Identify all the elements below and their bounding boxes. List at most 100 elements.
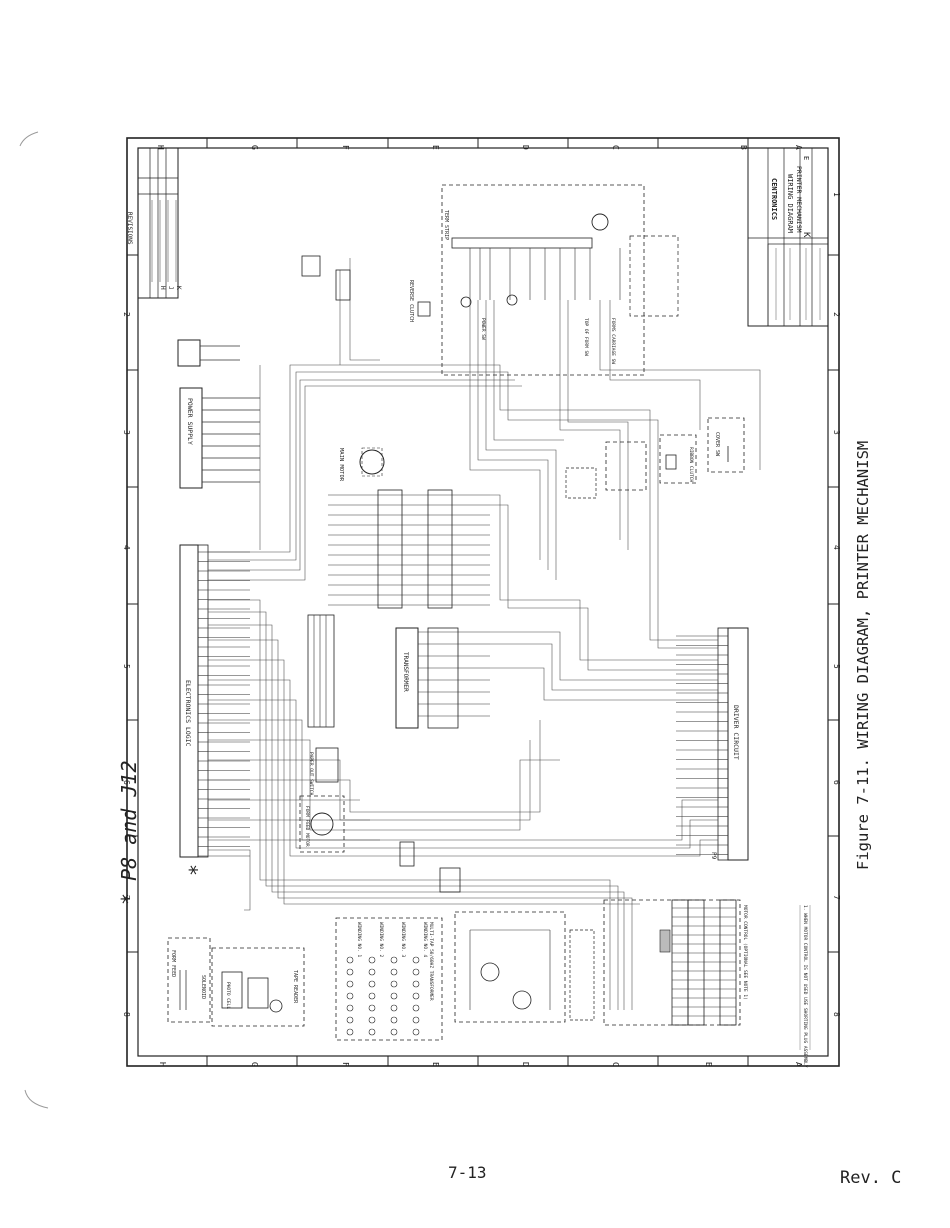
multi-tap-transformer: MULTI-TAP 50/60HZ TRANSFORMER WINDING NO… bbox=[335, 917, 443, 1041]
multi-tap-transformer-label: MULTI-TAP 50/60HZ TRANSFORMER bbox=[428, 922, 434, 1001]
winding-tap bbox=[346, 1004, 354, 1012]
zone-letter: F bbox=[341, 1062, 350, 1067]
zone-number: 4 bbox=[832, 545, 841, 550]
zone-number: 2 bbox=[122, 312, 131, 317]
zone-number: 5 bbox=[122, 664, 131, 669]
zone-number: 3 bbox=[122, 430, 131, 435]
winding-tap bbox=[390, 1004, 398, 1012]
paper-out-switch: PAPER OUT SWITCH bbox=[308, 747, 339, 796]
zone-letter: D bbox=[521, 145, 530, 150]
inner-border bbox=[137, 147, 829, 1057]
forms-sw-group bbox=[565, 235, 679, 499]
zone-letter: A bbox=[794, 1062, 803, 1067]
motor-control-label: MOTOR CONTROL (OPTIONAL SEE NOTE 1) bbox=[742, 905, 748, 1000]
zone-letter: B bbox=[704, 1062, 713, 1067]
winding-label: WINDING NO. 3 bbox=[400, 922, 406, 958]
form-feed-motor-label: FORM FEED MOTOR bbox=[304, 806, 310, 847]
zone-letter: G bbox=[250, 145, 259, 150]
zone-letter: E bbox=[431, 1062, 440, 1067]
photo-cell-label: PHOTO CELL bbox=[225, 982, 231, 1009]
zone-number: 6 bbox=[122, 780, 131, 785]
ribbon-clutch-label: RIBBON CLUTCH bbox=[688, 447, 694, 483]
winding-label: WINDING NO. 1 bbox=[356, 922, 362, 958]
zone-numbers-right: 1 2 3 4 5 6 7 8 bbox=[832, 192, 841, 1017]
winding-tap bbox=[412, 1004, 420, 1012]
main-motor: MAIN MOTOR bbox=[338, 447, 385, 482]
cover-sw-label: COVER SW bbox=[714, 432, 720, 457]
power-sw-label: POWER SW bbox=[480, 318, 486, 340]
winding-label: WINDING NO. 2 bbox=[378, 922, 384, 958]
winding-tap bbox=[368, 956, 376, 964]
winding-tap bbox=[412, 968, 420, 976]
winding-tap bbox=[368, 1004, 376, 1012]
title-line1: WIRING DIAGRAM bbox=[786, 174, 794, 233]
zone-number: 1 bbox=[832, 192, 841, 197]
main-wire-bundle bbox=[328, 494, 490, 717]
terminal-blocks bbox=[377, 489, 459, 729]
reverse-clutch-label: REVERSE CLUTCH bbox=[408, 280, 414, 322]
connector-p9: P9 bbox=[710, 852, 717, 860]
winding-tap bbox=[368, 1028, 376, 1036]
tape-reader-label: TAPE READER bbox=[292, 970, 298, 1004]
solenoid-group: FORM FEED SOLENOID bbox=[167, 937, 211, 1023]
switch-group: TERM STRIP POWER SW TOP OF FORM SW FORMS… bbox=[441, 184, 645, 376]
zone-number: 5 bbox=[832, 664, 841, 669]
title-block: CENTRONICS WIRING DIAGRAM PRINTER MECHAN… bbox=[747, 147, 829, 327]
zone-number: 4 bbox=[122, 545, 131, 550]
company-logo: CENTRONICS bbox=[770, 178, 778, 220]
page-number: 7-13 bbox=[448, 1163, 487, 1182]
handwritten-star: * bbox=[185, 864, 209, 876]
zone-numbers-left: 2 3 4 5 6 7 8 bbox=[122, 312, 131, 1017]
rev-letter: K bbox=[801, 232, 811, 238]
winding-tap bbox=[412, 992, 420, 1000]
revision-row: J bbox=[167, 286, 174, 290]
driver-circuit-block: DRIVER CIRCUIT P9 bbox=[676, 627, 749, 861]
zone-ticks bbox=[127, 138, 839, 1066]
winding-tap bbox=[412, 980, 420, 988]
winding-tap bbox=[390, 1016, 398, 1024]
winding-tap bbox=[390, 992, 398, 1000]
motor-control-group: MOTOR CONTROL (OPTIONAL SEE NOTE 1) bbox=[569, 899, 748, 1026]
winding-tap bbox=[368, 1016, 376, 1024]
power-supply-block: POWER SUPPLY bbox=[177, 339, 260, 489]
winding-tap bbox=[390, 956, 398, 964]
bottom-note-lines bbox=[799, 905, 811, 1050]
winding-tap bbox=[368, 968, 376, 976]
winding-tap bbox=[346, 956, 354, 964]
hole-punch-mark-top bbox=[19, 131, 39, 147]
zone-number: 7 bbox=[832, 895, 841, 900]
winding-tap bbox=[412, 956, 420, 964]
handwritten-note: * P8 and J12 bbox=[117, 761, 141, 906]
winding-tap bbox=[390, 968, 398, 976]
driver-circuit-label: DRIVER CIRCUIT bbox=[732, 705, 740, 760]
revision-label: Rev. C bbox=[840, 1168, 902, 1188]
term-strip-label: TERM STRIP bbox=[443, 210, 449, 240]
zone-letter: D bbox=[521, 1062, 530, 1067]
revision-block: REVISIONS H J K bbox=[126, 147, 182, 299]
electronics-logic-block: ELECTRONICS LOGIC bbox=[179, 544, 250, 858]
hole-punch-mark-bottom bbox=[24, 1089, 49, 1109]
zone-letters-bottom: H G F E D C B A bbox=[158, 1062, 803, 1067]
outer-border bbox=[126, 137, 840, 1067]
revision-row: K bbox=[175, 286, 182, 290]
winding-tap bbox=[412, 1028, 420, 1036]
figure-caption-text: Figure 7-11. WIRING DIAGRAM, PRINTER MEC… bbox=[854, 441, 872, 870]
title-line2: PRINTER MECHANISM bbox=[795, 166, 803, 233]
transformer-block: TRANSFORMER bbox=[307, 614, 419, 729]
cable-bundles bbox=[208, 258, 761, 1010]
zone-letter: C bbox=[611, 145, 620, 150]
tape-reader-group: PHOTO CELL TAPE READER bbox=[211, 947, 305, 1027]
winding-tap bbox=[412, 1016, 420, 1024]
revision-row: H bbox=[159, 286, 166, 290]
winding-tap bbox=[346, 992, 354, 1000]
reverse-clutch: REVERSE CLUTCH bbox=[408, 280, 431, 322]
cover-switch: COVER SW bbox=[707, 417, 745, 473]
winding-tap bbox=[368, 992, 376, 1000]
winding-tap bbox=[346, 980, 354, 988]
main-motor-label: MAIN MOTOR bbox=[338, 448, 344, 482]
forms-carriage-sw-label: FORMS CARRIAGE SW bbox=[610, 318, 616, 364]
zone-number: 7 bbox=[122, 895, 131, 900]
winding-tap bbox=[346, 1016, 354, 1024]
zone-letter: E bbox=[431, 145, 440, 150]
zone-letter: G bbox=[250, 1062, 259, 1067]
